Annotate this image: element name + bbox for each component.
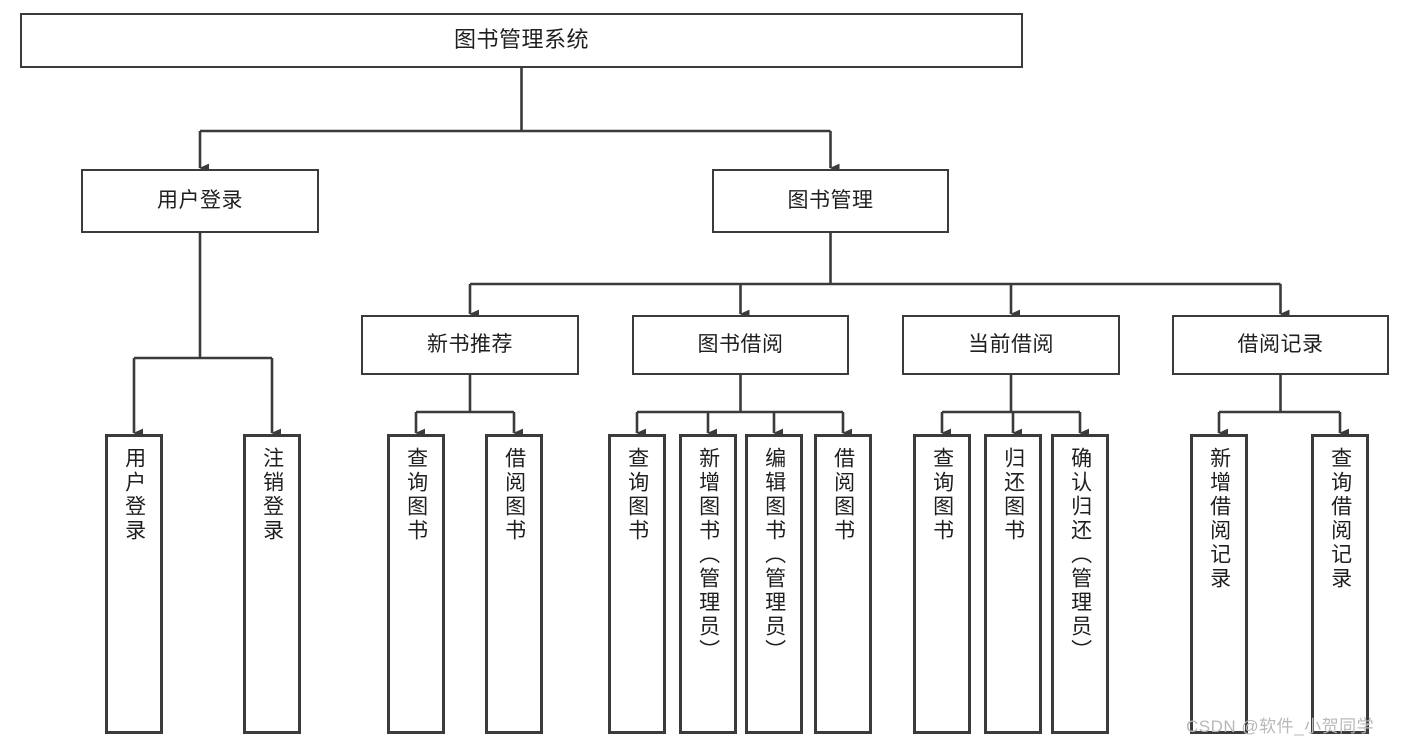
node-borrow-record[interactable]: 借阅记录 — [1172, 315, 1389, 375]
node-leaf-user-login-label: 用户登录 — [122, 447, 146, 543]
watermark-text: CSDN @软件_小贺同学 — [1186, 717, 1375, 736]
node-leaf-query-book-2[interactable]: 查询图书 — [608, 434, 666, 734]
node-leaf-return-book[interactable]: 归还图书 — [984, 434, 1042, 734]
node-root[interactable]: 图书管理系统 — [20, 13, 1023, 68]
node-leaf-borrow-book-1[interactable]: 借阅图书 — [485, 434, 543, 734]
node-leaf-confirm-return[interactable]: 确认归还（管理员） — [1051, 434, 1109, 734]
node-leaf-return-book-label: 归还图书 — [1001, 447, 1025, 543]
node-leaf-edit-book-label: 编辑图书（管理员） — [762, 447, 786, 663]
node-leaf-query-book-3-label: 查询图书 — [930, 447, 954, 543]
node-current-borrow-label: 当前借阅 — [968, 333, 1054, 357]
node-leaf-add-borrow-record-label: 新增借阅记录 — [1207, 447, 1231, 591]
node-leaf-borrow-book-2-label: 借阅图书 — [831, 447, 855, 543]
connector-group — [132, 68, 1350, 438]
node-new-book-recommend-label: 新书推荐 — [427, 333, 513, 357]
node-leaf-edit-book[interactable]: 编辑图书（管理员） — [745, 434, 803, 734]
node-book-manage[interactable]: 图书管理 — [712, 169, 949, 233]
node-leaf-user-login[interactable]: 用户登录 — [105, 434, 163, 734]
node-book-borrow-label: 图书借阅 — [697, 333, 784, 357]
node-current-borrow[interactable]: 当前借阅 — [902, 315, 1120, 375]
node-borrow-record-label: 借阅记录 — [1237, 333, 1324, 357]
node-leaf-query-borrow-record-label: 查询借阅记录 — [1328, 447, 1352, 591]
node-root-label: 图书管理系统 — [453, 27, 589, 53]
node-leaf-add-book[interactable]: 新增图书（管理员） — [679, 434, 737, 734]
node-leaf-borrow-book-1-label: 借阅图书 — [502, 447, 526, 543]
node-leaf-user-logout[interactable]: 注销登录 — [243, 434, 301, 734]
node-user-login-label: 用户登录 — [157, 189, 243, 213]
node-book-borrow[interactable]: 图书借阅 — [632, 315, 849, 375]
node-leaf-confirm-return-label: 确认归还（管理员） — [1068, 447, 1092, 663]
node-leaf-query-book-3[interactable]: 查询图书 — [913, 434, 971, 734]
node-leaf-user-logout-label: 注销登录 — [260, 447, 284, 543]
node-leaf-add-borrow-record[interactable]: 新增借阅记录 — [1190, 434, 1248, 734]
node-leaf-query-book-2-label: 查询图书 — [625, 447, 649, 543]
node-leaf-query-borrow-record[interactable]: 查询借阅记录 — [1311, 434, 1369, 734]
node-new-book-recommend[interactable]: 新书推荐 — [361, 315, 579, 375]
node-leaf-borrow-book-2[interactable]: 借阅图书 — [814, 434, 872, 734]
node-leaf-query-book-1-label: 查询图书 — [404, 447, 428, 543]
node-leaf-add-book-label: 新增图书（管理员） — [696, 447, 720, 663]
node-leaf-query-book-1[interactable]: 查询图书 — [387, 434, 445, 734]
node-book-manage-label: 图书管理 — [787, 189, 874, 213]
node-user-login[interactable]: 用户登录 — [81, 169, 319, 233]
